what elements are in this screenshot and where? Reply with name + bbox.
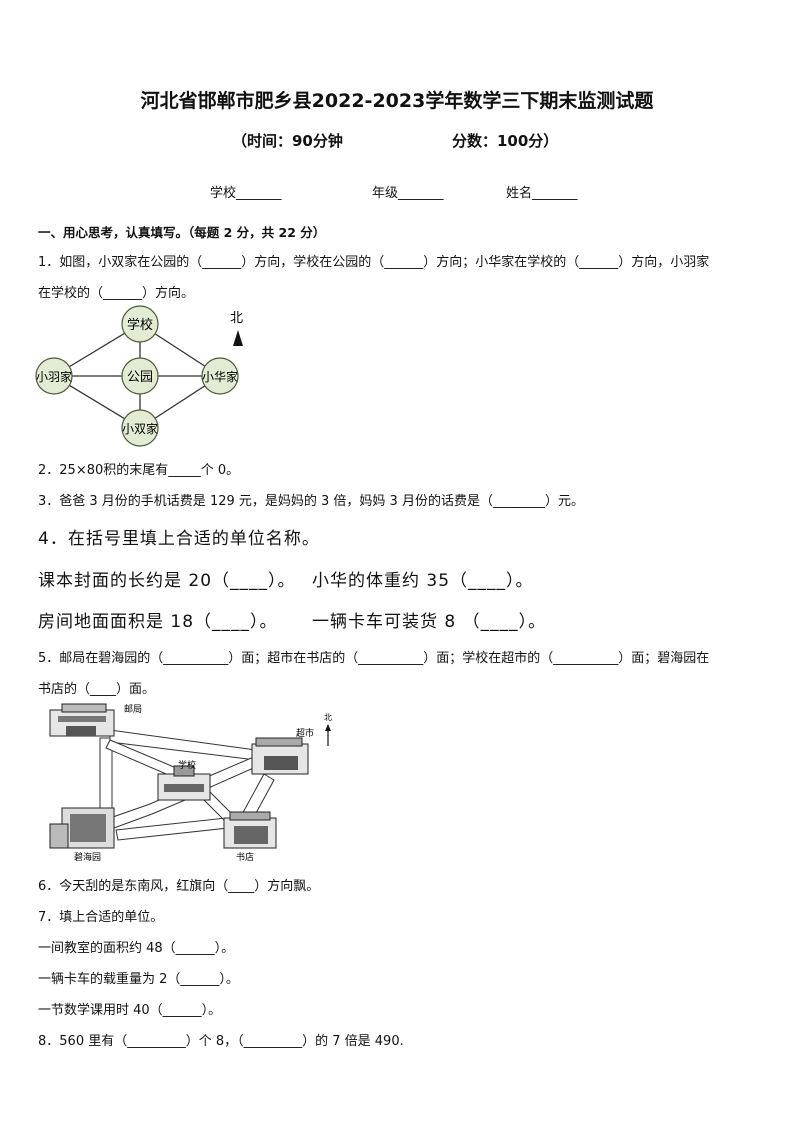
node-xiaohua-home-circle	[201, 357, 239, 395]
north-arrow: 北	[230, 311, 243, 346]
question-7-item-1: 一间教室的面积约 48（______）。	[38, 941, 235, 956]
bookstore-label: 书店	[236, 851, 254, 863]
question-5-line-1: 5．邮局在碧海园的（__________）面；超市在书店的（__________…	[38, 651, 710, 666]
page-title: 河北省邯郸市肥乡县2022-2023学年数学三下期末监测试题	[140, 90, 654, 112]
map2-north-label: 北	[324, 713, 332, 722]
node-school-circle	[121, 305, 159, 343]
school-building	[157, 765, 211, 801]
node-school-label: 学校	[127, 317, 153, 333]
grade-field: 年级_______	[372, 186, 444, 201]
node-xiaoyu-home-label: 小羽家	[36, 369, 72, 384]
node-park-circle	[121, 357, 159, 395]
buildings-map: 邮局 超市 北 学校 碧海园 书店	[49, 703, 332, 863]
post-office-building	[49, 703, 115, 737]
name-field: 姓名_______	[506, 186, 578, 201]
school-label: 学校	[178, 759, 196, 771]
question-1-line-2: 在学校的（______）方向。	[38, 286, 195, 301]
bihai-building	[49, 807, 115, 849]
question-1-line-1: 1．如图，小双家在公园的（______）方向，学校在公园的（______）方向；…	[38, 255, 710, 270]
exam-time: （时间：90分钟	[232, 132, 343, 150]
question-3: 3．爸爸 3 月份的手机话费是 129 元，是妈妈的 3 倍，妈妈 3 月份的话…	[38, 494, 584, 509]
question-4-item-1: 课本封面的长约是 20（____）。	[38, 571, 296, 591]
question-4-title: 4．在括号里填上合适的单位名称。	[38, 529, 320, 549]
question-2: 2．25×80积的末尾有_____个 0。	[38, 463, 240, 478]
section-title: 一、用心思考，认真填写。（每题 2 分，共 22 分）	[38, 225, 326, 240]
north-label: 北	[230, 311, 243, 326]
question-4-item-2: 小华的体重约 35（____）。	[312, 571, 534, 591]
node-xiaohua-home-label: 小华家	[202, 369, 238, 384]
question-4-item-4: 一辆卡车可装货 8 （____）。	[312, 612, 547, 632]
question-8: 8．560 里有（_________）个 8，（_________）的 7 倍是…	[38, 1034, 404, 1049]
node-xiaoshuang-home-label: 小双家	[122, 421, 158, 436]
exam-score: 分数：100分）	[452, 132, 559, 150]
school-field: 学校_______	[210, 186, 282, 201]
question-6: 6．今天刮的是东南风，红旗向（____）方向飘。	[38, 879, 320, 894]
supermarket-label: 超市	[296, 727, 314, 739]
node-park-label: 公园	[127, 370, 153, 385]
bookstore-building	[223, 811, 277, 849]
map2-north: 北	[324, 713, 332, 746]
question-4-item-3: 房间地面面积是 18（____）。	[38, 612, 278, 632]
question-7-item-3: 一节数学课用时 40（______）。	[38, 1003, 222, 1018]
question-5-line-2: 书店的（____）面。	[38, 682, 156, 697]
question-7-item-2: 一辆卡车的载重量为 2（______）。	[38, 972, 239, 987]
node-xiaoyu-home-circle	[35, 357, 73, 395]
node-xiaoshuang-home-circle	[121, 409, 159, 447]
supermarket-building	[251, 737, 309, 775]
bihai-label: 碧海园	[74, 851, 101, 863]
question-7-title: 7．填上合适的单位。	[38, 910, 164, 925]
post-office-label: 邮局	[124, 703, 142, 715]
